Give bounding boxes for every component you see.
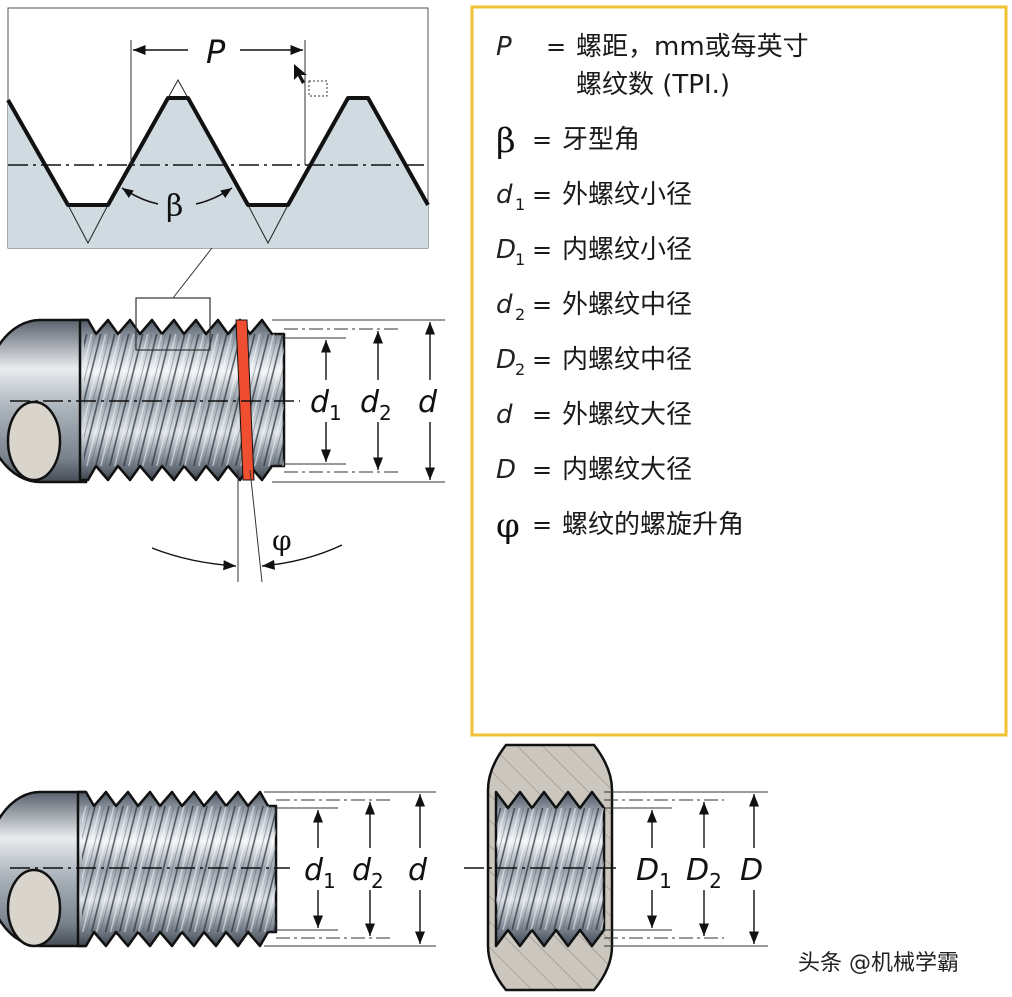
- watermark: 头条 @机械学霸: [798, 951, 959, 976]
- legend-row: β = 牙型角: [496, 121, 640, 161]
- legend-description: 螺距，mm或每英寸: [576, 32, 809, 62]
- legend-symbol: P: [496, 32, 512, 62]
- legend-symbol: D: [496, 345, 516, 375]
- bolt-end-face: [6, 400, 62, 482]
- crest-sharp-v: [167, 78, 189, 99]
- external-thread-bolt: d1 d2 d φ: [0, 297, 445, 583]
- d-label: d: [418, 385, 438, 420]
- d2-label: d2: [352, 853, 384, 893]
- D-label: D: [740, 853, 763, 888]
- helix-shading: [82, 806, 276, 932]
- legend-equals: =: [532, 236, 552, 264]
- legend-equals: =: [532, 456, 552, 484]
- legend-equals: =: [532, 511, 552, 539]
- profile-outline: [6, 96, 430, 207]
- legend-equals: =: [532, 401, 552, 429]
- bolt-end-face: [6, 868, 62, 948]
- legend-row: φ = 螺纹的螺旋升角: [496, 506, 744, 546]
- angle-arrow-left: [121, 187, 159, 205]
- angle-arrow-right: [195, 187, 233, 205]
- legend-symbol: d: [496, 180, 513, 210]
- phi-label: φ: [272, 524, 292, 557]
- phi-arrow-right: [261, 544, 343, 570]
- legend-row: D1 = 内螺纹小径: [496, 235, 692, 269]
- lead-helix-highlight: [235, 319, 255, 481]
- legend-description: 螺纹的螺旋升角: [562, 510, 744, 540]
- legend-frame: [470, 5, 1008, 737]
- phi-arrow-left: [151, 547, 237, 571]
- pitch-label: P: [206, 33, 226, 71]
- D2-label: D2: [686, 853, 722, 893]
- legend-subscript: 2: [515, 360, 525, 379]
- legend-symbol: D: [496, 235, 516, 265]
- legend-subscript: 1: [515, 195, 525, 214]
- legend-equals: =: [546, 33, 566, 61]
- detail-window: [135, 297, 211, 351]
- d1-label: d1: [304, 853, 336, 893]
- D1-label: D1: [636, 853, 672, 893]
- detail-leader-line: [172, 247, 213, 299]
- helix-shading: [496, 808, 604, 930]
- root-sharp-v: [67, 204, 109, 245]
- legend-description: 内螺纹小径: [562, 235, 692, 265]
- legend-symbol: φ: [496, 506, 520, 546]
- legend-equals: =: [532, 126, 552, 154]
- legend-description: 内螺纹大径: [562, 455, 692, 485]
- mouse-pointer-icon: [294, 64, 307, 84]
- legend-row: d = 外螺纹大径: [496, 400, 692, 430]
- internal-thread-nut: D1 D2 D: [464, 743, 768, 992]
- legend-symbol: D: [496, 455, 516, 485]
- angle-label: β: [166, 189, 183, 224]
- bottom-external-thread: d1 d2 d: [0, 790, 436, 948]
- d2-label: d2: [360, 385, 392, 425]
- legend-description: 内螺纹中径: [562, 345, 692, 375]
- legend-row: D = 内螺纹大径: [496, 455, 692, 485]
- legend-subscript: 2: [515, 305, 525, 324]
- legend-symbol: d: [496, 400, 513, 430]
- d-label: d: [408, 853, 428, 888]
- legend-subscript: 1: [515, 250, 525, 269]
- legend-description: 外螺纹大径: [562, 400, 692, 430]
- profile-fill: [8, 98, 428, 248]
- legend-symbol: d: [496, 290, 513, 320]
- legend-description: 外螺纹小径: [562, 180, 692, 210]
- phi-helix-line: [249, 469, 263, 583]
- legend-symbol: β: [496, 121, 516, 161]
- selection-box-icon: [308, 80, 328, 97]
- legend-description: 牙型角: [562, 125, 640, 155]
- root-sharp-v: [247, 204, 289, 245]
- legend-description: 外螺纹中径: [562, 290, 692, 320]
- legend-equals: =: [532, 181, 552, 209]
- legend-description-line2: 螺纹数 (TPI.): [576, 70, 730, 100]
- thread-profile-detail: P β: [6, 7, 430, 249]
- legend-equals: =: [532, 346, 552, 374]
- legend-row: D2 = 内螺纹中径: [496, 345, 692, 379]
- legend-equals: =: [532, 291, 552, 319]
- helix-shading: [84, 334, 284, 466]
- d1-label: d1: [310, 385, 342, 425]
